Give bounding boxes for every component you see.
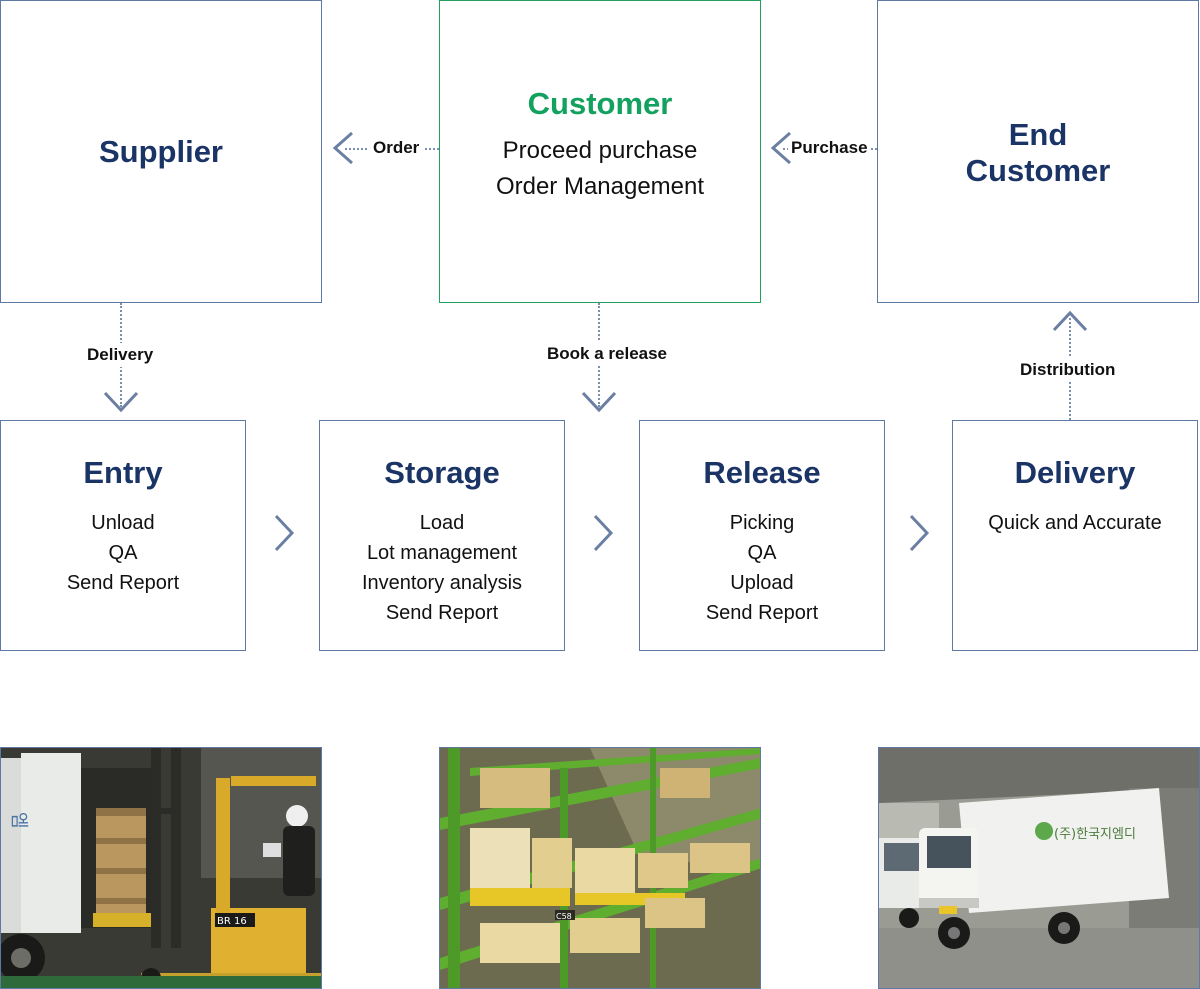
customer-line: Order Management	[495, 173, 705, 200]
customer-title: Customer	[527, 86, 673, 121]
release-line: Upload	[730, 572, 794, 594]
customer-node: Customer Proceed purchase Order Manageme…	[439, 0, 761, 303]
svg-text:엠: 엠	[8, 812, 29, 829]
delivery-trucks-photo: (주)한국지엠디	[878, 747, 1200, 989]
warehouse-racks-photo: C58	[439, 747, 761, 989]
release-title: Release	[703, 455, 821, 490]
release-node: Release Picking QA Upload Send Report	[639, 420, 885, 651]
storage-title: Storage	[384, 455, 500, 490]
delivery-line: Quick and Accurate	[988, 512, 1162, 534]
delivery-node: Delivery Quick and Accurate	[952, 420, 1198, 651]
release-line: QA	[747, 542, 777, 564]
entry-line: QA	[108, 542, 138, 564]
delivery-title: Delivery	[1014, 455, 1136, 490]
distribution-label: Distribution	[1015, 358, 1121, 382]
end-customer-node: End Customer	[877, 0, 1199, 303]
delivery-edge-label: Delivery	[82, 343, 159, 367]
supplier-title: Supplier	[98, 134, 223, 169]
end-customer-title-line: End	[1008, 117, 1068, 152]
delivery-arrow-icon	[103, 391, 139, 413]
entry-node: Entry Unload QA Send Report	[0, 420, 246, 651]
chevron-right-icon	[593, 514, 614, 552]
storage-line: Inventory analysis	[361, 572, 523, 594]
distribution-arrow-icon	[1052, 310, 1088, 332]
storage-node: Storage Load Lot management Inventory an…	[319, 420, 565, 651]
release-line: Picking	[729, 512, 795, 534]
order-arrow-icon	[332, 131, 353, 165]
chevron-right-icon	[909, 514, 930, 552]
end-customer-title-line: Customer	[965, 153, 1111, 188]
customer-line: Proceed purchase	[502, 137, 698, 164]
book-release-label: Book a release	[543, 342, 672, 366]
order-label: Order	[368, 138, 425, 158]
chevron-right-icon	[274, 514, 295, 552]
storage-line: Send Report	[385, 602, 499, 624]
entry-lines: Unload QA Send Report	[1, 508, 245, 598]
svg-text:C58: C58	[556, 912, 572, 921]
release-line: Send Report	[705, 602, 819, 624]
purchase-label: Purchase	[788, 138, 871, 158]
customer-lines: Proceed purchase Order Management	[440, 133, 760, 205]
storage-line: Lot management	[366, 542, 518, 564]
entry-line: Unload	[91, 512, 155, 534]
storage-lines: Load Lot management Inventory analysis S…	[320, 508, 564, 628]
supplier-node: Supplier	[0, 0, 322, 303]
purchase-arrow-icon	[770, 131, 791, 165]
book-release-arrow-icon	[581, 391, 617, 413]
forklift-unloading-photo: 엠 BR 16	[0, 747, 322, 989]
storage-line: Load	[419, 512, 465, 534]
delivery-lines: Quick and Accurate	[953, 508, 1197, 538]
svg-text:BR 16: BR 16	[217, 916, 247, 927]
svg-text:(주)한국지엠디: (주)한국지엠디	[1054, 827, 1136, 842]
entry-title: Entry	[83, 455, 163, 490]
release-lines: Picking QA Upload Send Report	[640, 508, 884, 628]
entry-line: Send Report	[66, 572, 180, 594]
